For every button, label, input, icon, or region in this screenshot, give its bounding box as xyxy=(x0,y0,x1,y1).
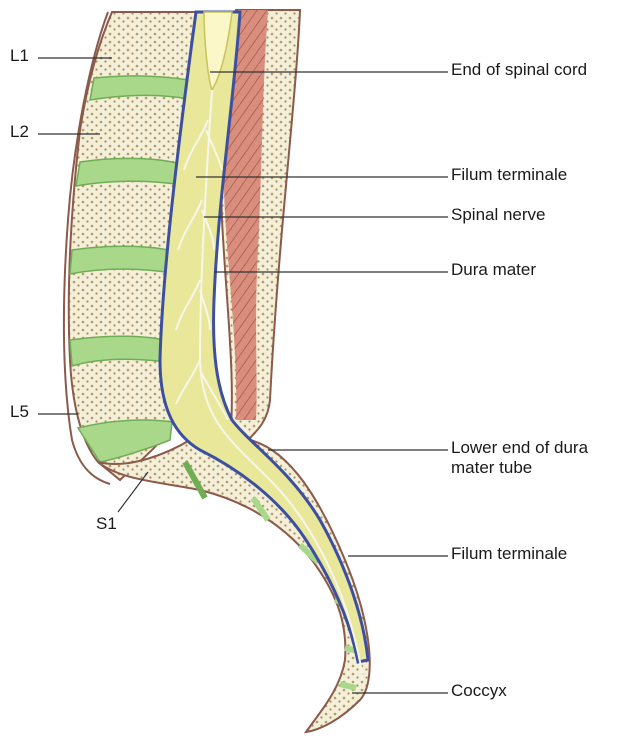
label-l5: L5 xyxy=(10,402,29,422)
label-end-of-spinal-cord: End of spinal cord xyxy=(451,60,587,80)
label-spinal-nerve: Spinal nerve xyxy=(451,205,546,225)
label-s1: S1 xyxy=(96,514,117,534)
label-filum-terminale-upper: Filum terminale xyxy=(451,165,567,185)
label-l1: L1 xyxy=(10,46,29,66)
label-lower-end-of-dura-mater-tube: Lower end of dura mater tube xyxy=(451,438,621,479)
label-coccyx: Coccyx xyxy=(451,681,507,701)
label-dura-mater: Dura mater xyxy=(451,260,536,280)
label-filum-terminale-lower: Filum terminale xyxy=(451,544,567,564)
label-l2: L2 xyxy=(10,122,29,142)
disc-3 xyxy=(70,246,168,274)
